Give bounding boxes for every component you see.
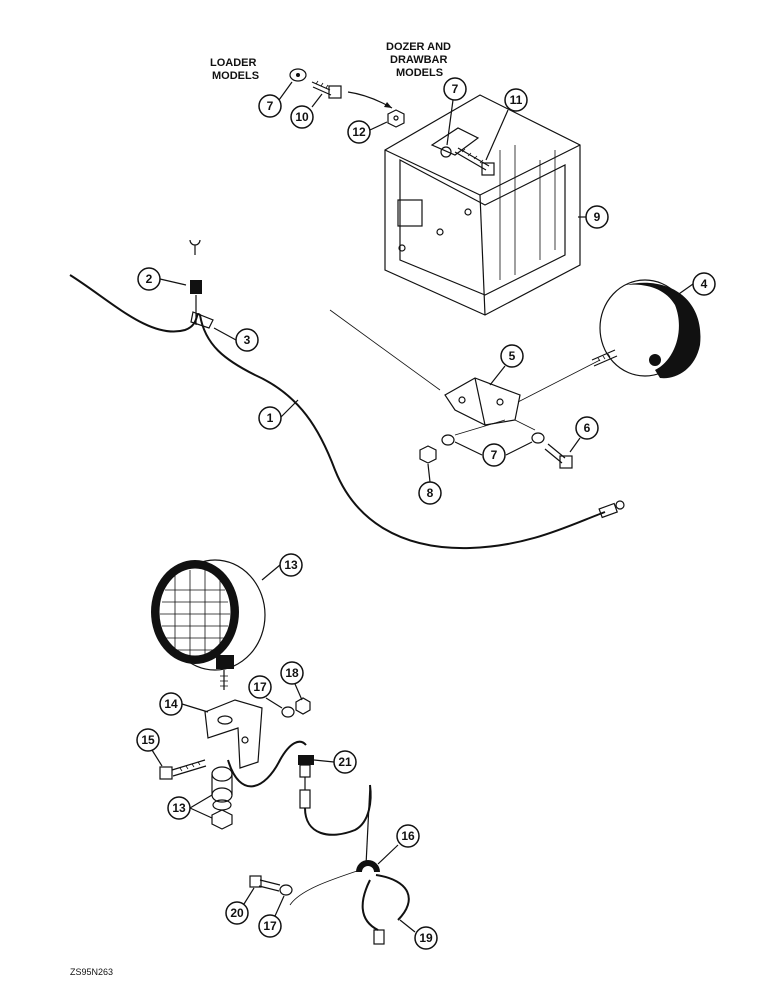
dozer-models-label-line1: DOZER AND	[386, 41, 451, 53]
loader-hardware	[289, 68, 405, 128]
callout-9: 9	[578, 205, 609, 229]
svg-text:13: 13	[172, 801, 186, 815]
svg-text:7: 7	[267, 99, 274, 113]
light-bracket	[329, 309, 601, 469]
callout-12: 12	[347, 120, 388, 144]
callout-20: 20	[225, 887, 255, 925]
svg-text:17: 17	[263, 919, 277, 933]
svg-text:5: 5	[509, 349, 516, 363]
callout-2: 2	[137, 267, 187, 291]
svg-text:9: 9	[594, 210, 601, 224]
callout-5: 5	[489, 344, 524, 386]
svg-text:12: 12	[352, 125, 366, 139]
callout-7-loader: 7	[258, 81, 293, 118]
dozer-models-label-line2: DRAWBAR	[390, 54, 447, 66]
callout-15: 15	[136, 728, 163, 767]
callout-7-lower: 7	[454, 441, 533, 467]
svg-text:10: 10	[295, 110, 309, 124]
svg-text:4: 4	[701, 277, 708, 291]
box-bolt-and-washer	[440, 146, 495, 176]
callout-6: 6	[569, 416, 599, 453]
callout-7-dozer: 7	[443, 77, 467, 146]
callout-14: 14	[159, 692, 209, 716]
svg-text:15: 15	[141, 733, 155, 747]
svg-text:16: 16	[401, 829, 415, 843]
svg-text:20: 20	[230, 906, 244, 920]
callout-1: 1	[258, 399, 299, 430]
callout-16: 16	[377, 824, 420, 865]
svg-text:8: 8	[427, 486, 434, 500]
callout-11: 11	[485, 88, 528, 161]
work-light-upper	[591, 279, 701, 379]
callout-3: 3	[213, 327, 259, 352]
callout-21: 21	[313, 750, 357, 774]
svg-text:21: 21	[338, 755, 352, 769]
svg-text:11: 11	[510, 93, 523, 107]
svg-text:7: 7	[491, 448, 498, 462]
lower-light-wiring	[227, 740, 410, 945]
svg-text:1: 1	[267, 411, 274, 425]
lower-light-bracket	[159, 697, 311, 830]
svg-text:17: 17	[253, 680, 267, 694]
dozer-models-label-line3: MODELS	[396, 67, 443, 79]
callout-18: 18	[280, 661, 304, 701]
loader-models-label-line2: MODELS	[212, 70, 259, 82]
svg-text:18: 18	[285, 666, 299, 680]
callout-17-lower: 17	[258, 895, 285, 938]
figure-reference: ZS95N263	[70, 967, 113, 977]
svg-text:3: 3	[244, 333, 251, 347]
svg-text:7: 7	[452, 82, 459, 96]
callout-10: 10	[290, 93, 323, 129]
svg-text:14: 14	[164, 697, 178, 711]
wiring-harness	[69, 239, 625, 550]
callout-8: 8	[418, 463, 442, 505]
callout-13-grommet: 13	[167, 794, 213, 820]
callout-4: 4	[675, 272, 716, 297]
callout-13-light: 13	[261, 553, 303, 581]
svg-text:13: 13	[284, 558, 298, 572]
mounting-bracket-box	[384, 94, 581, 316]
callout-19: 19	[399, 919, 438, 950]
callout-17-upper: 17	[248, 675, 283, 709]
svg-text:2: 2	[146, 272, 153, 286]
work-light-lower	[151, 559, 266, 690]
svg-text:6: 6	[584, 421, 591, 435]
loader-models-label-line1: LOADER	[210, 57, 257, 69]
svg-text:19: 19	[419, 931, 433, 945]
